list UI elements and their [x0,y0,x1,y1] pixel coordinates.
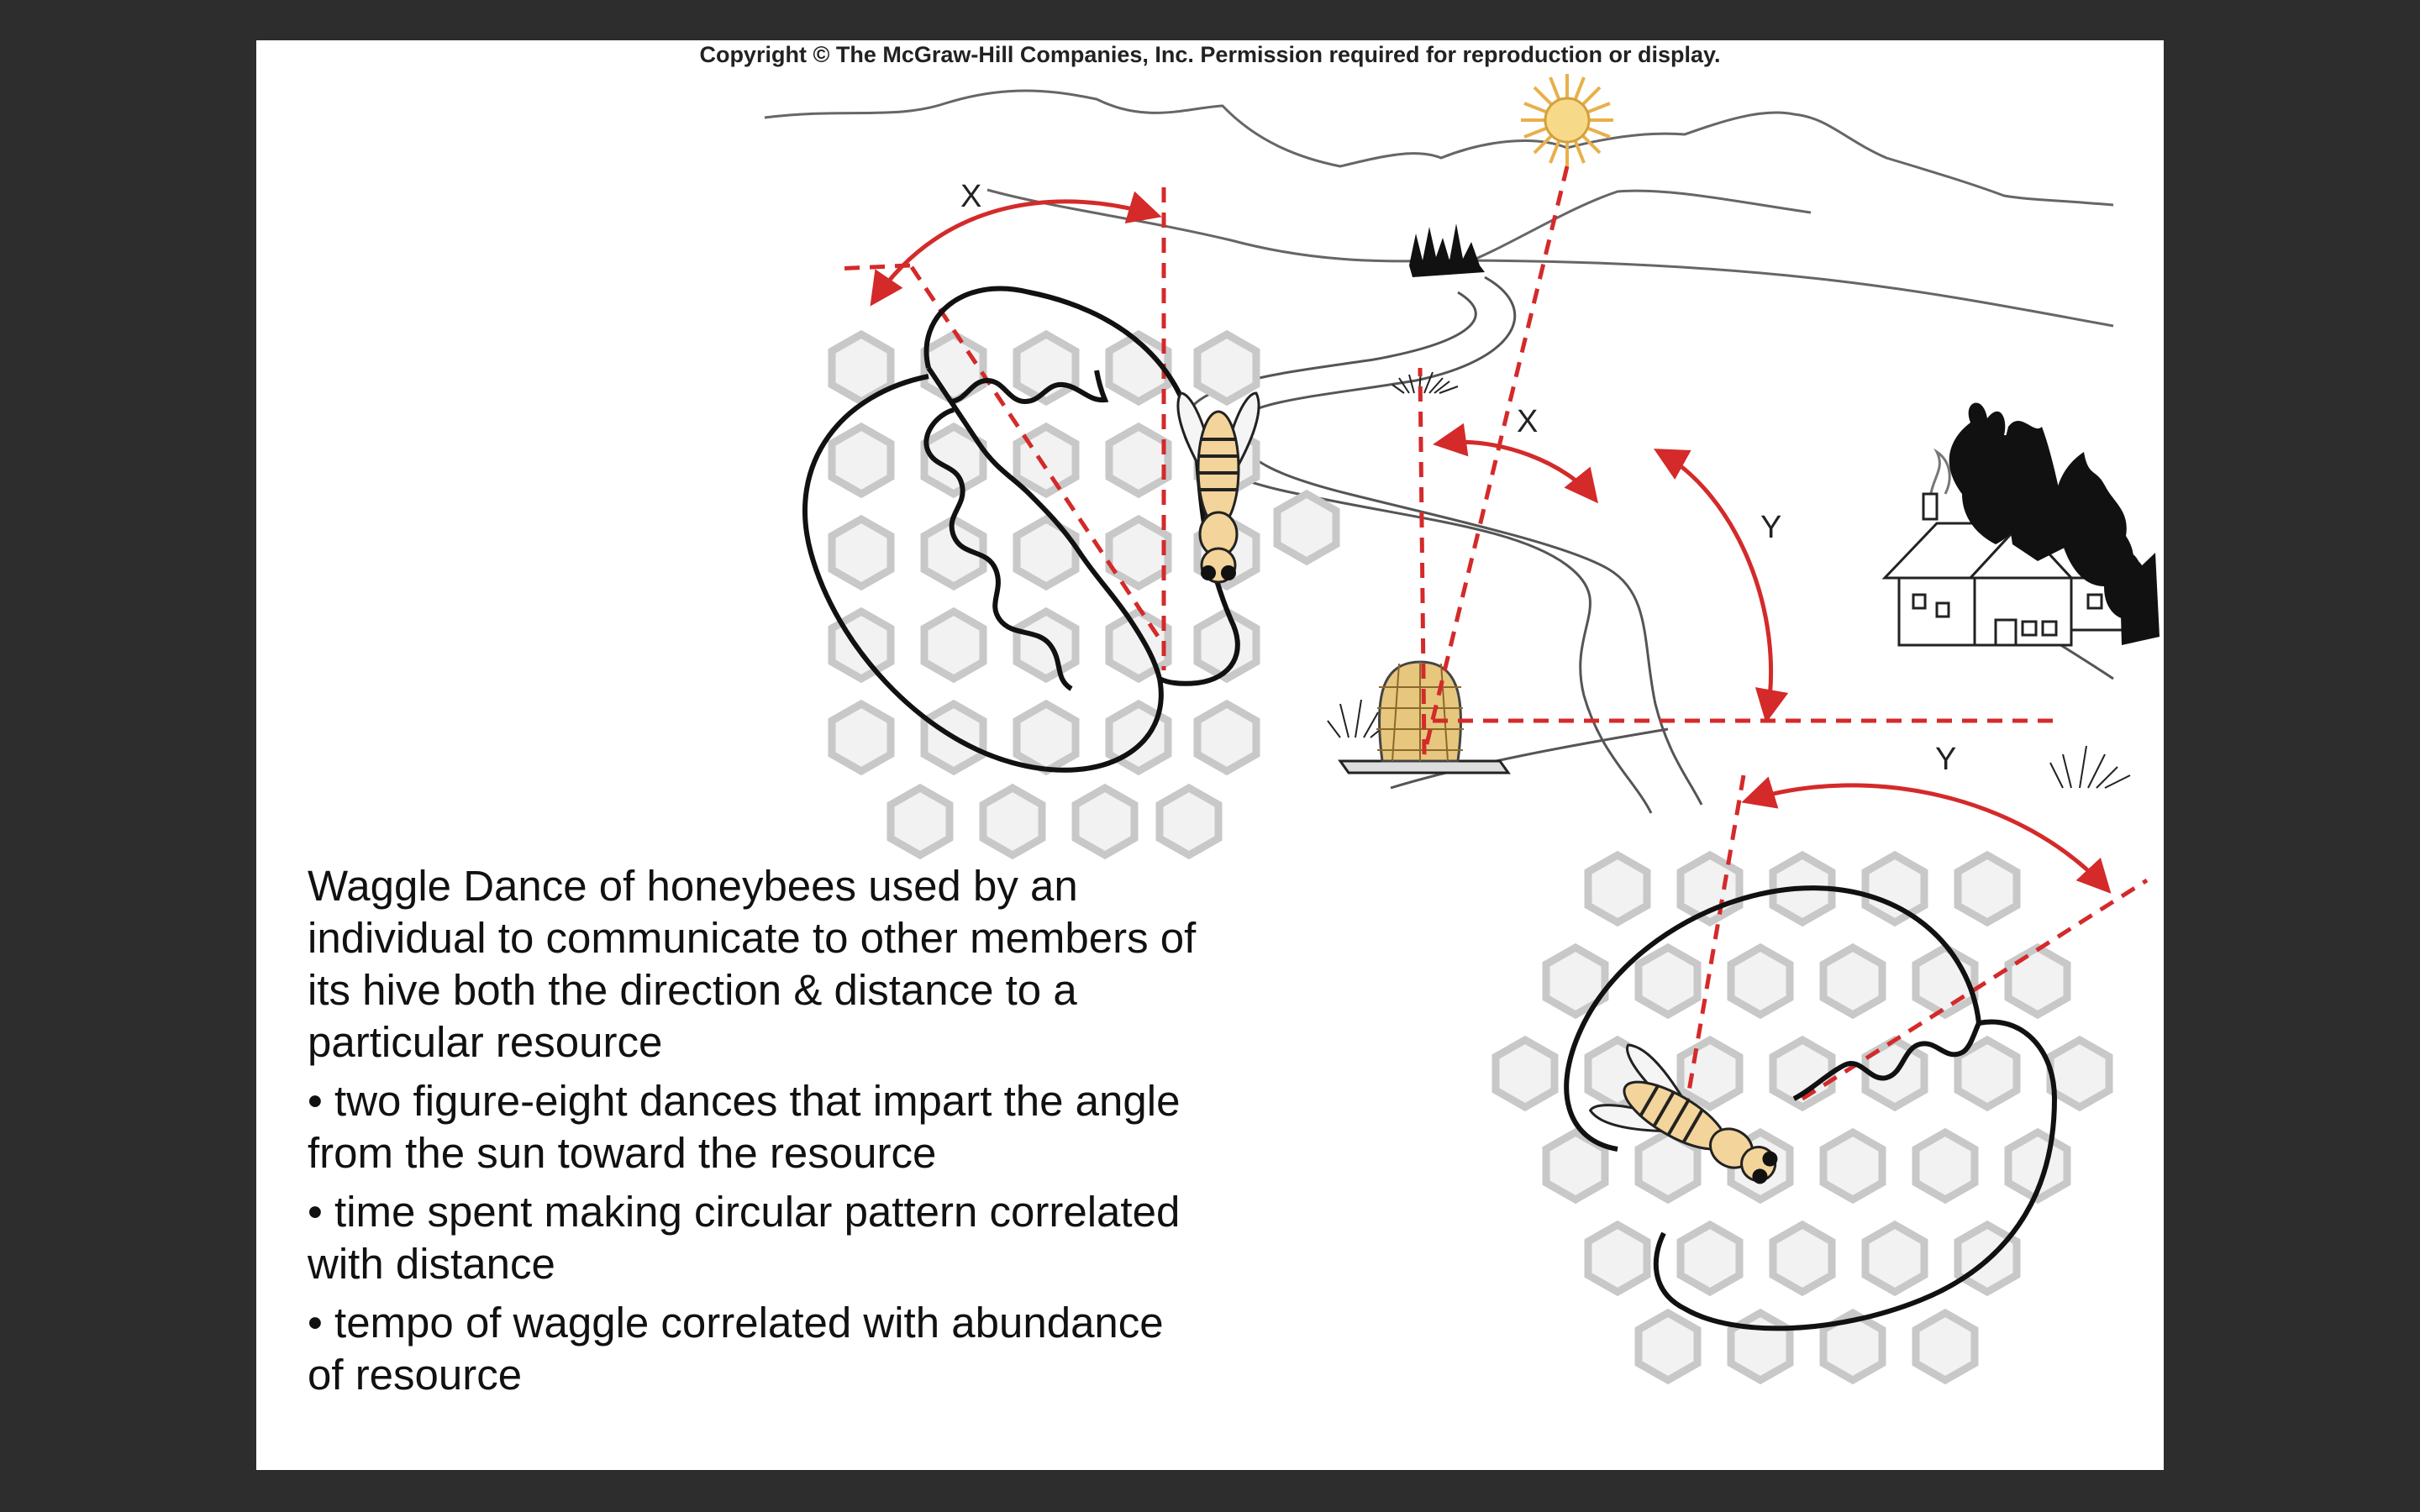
caption-bullet: • two figure-eight dances that impart th… [308,1077,1181,1177]
caption-intro: Waggle Dance of honeybees used by an ind… [308,862,1197,1066]
trees-icon [1409,223,1485,277]
waggle-dance-diagram: X X Y Y [764,74,2160,1470]
angle-arrows [870,191,2112,894]
honeycomb-icon [832,334,1336,855]
slide: Copyright © The McGraw-Hill Companies, I… [256,40,2164,1470]
angle-label-x-left: X [960,179,981,214]
honeycomb-icon [1496,855,2109,1380]
angle-label-x-center: X [1517,404,1538,439]
honeybee-icon [1176,391,1260,584]
caption-bullet: • time spent making circular pattern cor… [308,1188,1181,1288]
angle-label-y-right: Y [1935,742,1956,777]
honeybee-icon [1588,1043,1778,1184]
sun-icon [1521,74,1613,166]
caption: Waggle Dance of honeybees used by an ind… [308,860,1198,1408]
dance-path-left [802,286,1240,773]
copyright-notice: Copyright © The McGraw-Hill Companies, I… [699,42,1721,67]
caption-bullet: • tempo of waggle correlated with abunda… [308,1299,1164,1399]
angle-label-y-center: Y [1760,510,1781,545]
dance-path-right [1564,885,2058,1331]
trees-icon [1949,402,2160,645]
